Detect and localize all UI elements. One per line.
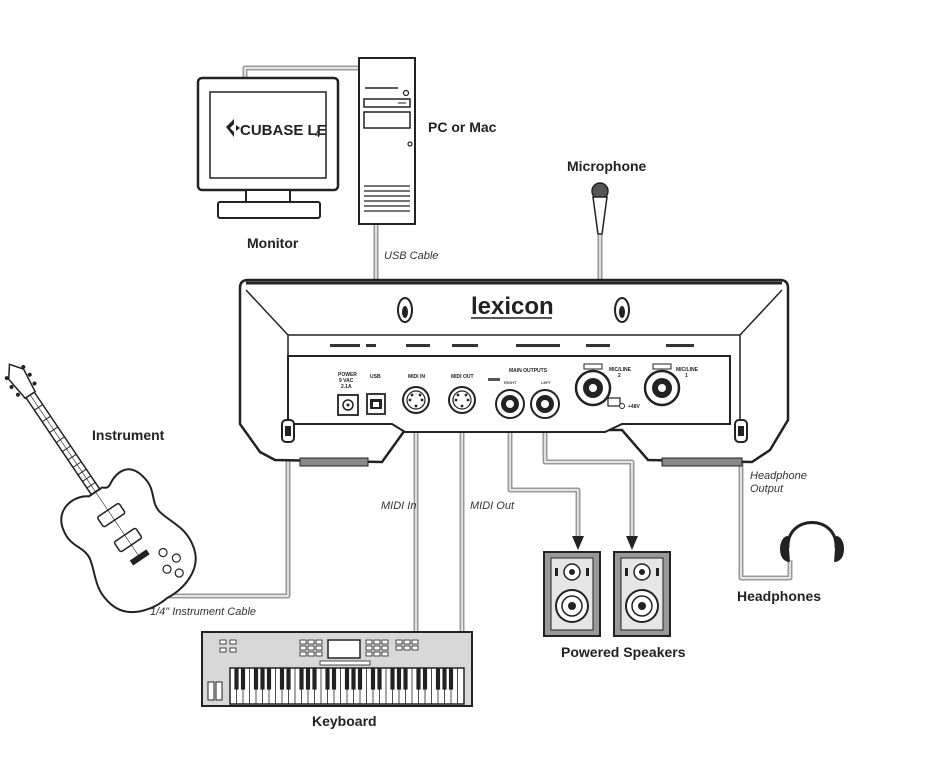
keyboard xyxy=(201,631,473,707)
brand-logo: lexicon xyxy=(471,293,554,320)
power-label-2: 9 VAC xyxy=(339,378,354,384)
black-key xyxy=(416,668,421,690)
black-key xyxy=(299,668,304,690)
usb-port-label: USB xyxy=(370,374,381,380)
headphones-label: Headphones xyxy=(737,588,821,604)
midi-in-cable-label: MIDI In xyxy=(381,500,416,512)
cubase-logo-version: 4 xyxy=(315,129,320,139)
black-keys xyxy=(234,668,454,690)
instrument-label: Instrument xyxy=(92,427,165,443)
pc-tower xyxy=(358,57,416,225)
power-label-1: POWER xyxy=(338,372,357,378)
microphone-label: Microphone xyxy=(567,158,647,174)
powered-speaker-right xyxy=(543,551,601,637)
left-output-label: LEFT xyxy=(541,380,552,385)
headphone-output-label-1: Headphone xyxy=(750,470,807,482)
black-key xyxy=(312,668,317,690)
powered-speakers-label: Powered Speakers xyxy=(561,644,686,660)
black-key xyxy=(240,668,246,690)
phantom-power-label: +48V xyxy=(628,404,640,410)
power-label-3: 2.1A xyxy=(341,384,352,390)
midi-in-port-label: MIDI IN xyxy=(408,374,425,380)
mic-line-1-num: 1 xyxy=(685,373,688,379)
cables xyxy=(105,65,793,632)
arrow-left-speaker xyxy=(626,536,638,550)
powered-speaker-left xyxy=(613,551,671,637)
black-key xyxy=(286,668,291,690)
black-key xyxy=(357,668,363,690)
audio-interface: lexicon POWER 9 VAC 2.1A USB MIDI IN MID… xyxy=(238,278,790,467)
black-key xyxy=(390,668,395,690)
black-key xyxy=(422,668,428,690)
cubase-logo-text: CUBASE LE xyxy=(240,122,327,139)
speaker-left-cable xyxy=(542,418,635,538)
black-key xyxy=(344,668,350,690)
headphones-icon xyxy=(780,521,844,562)
arrow-right-speaker xyxy=(572,536,584,550)
monitor-label: Monitor xyxy=(247,235,299,251)
guitar-icon xyxy=(4,363,197,613)
pc-label: PC or Mac xyxy=(428,119,497,135)
black-key xyxy=(403,668,408,690)
right-output-label: RIGHT xyxy=(504,380,517,385)
midi-out-port-label: MIDI OUT xyxy=(451,374,474,380)
microphone xyxy=(591,182,609,235)
keyboard-label: Keyboard xyxy=(312,713,377,729)
black-key xyxy=(377,668,382,690)
black-key xyxy=(331,668,337,690)
midi-out-cable-label: MIDI Out xyxy=(470,500,515,512)
mic-line-1-label: MIC/LINE xyxy=(676,367,699,373)
black-key xyxy=(253,668,259,690)
black-key xyxy=(396,668,402,690)
black-key xyxy=(448,668,454,690)
black-key xyxy=(435,668,441,690)
black-key xyxy=(442,668,447,690)
black-key xyxy=(325,668,330,690)
black-key xyxy=(370,668,376,690)
mic-line-2-num: 2 xyxy=(618,373,621,379)
instrument-cable-label: 1/4" Instrument Cable xyxy=(150,606,256,618)
black-key xyxy=(279,668,285,690)
black-key xyxy=(234,668,239,690)
black-key xyxy=(305,668,311,690)
black-key xyxy=(351,668,356,690)
main-outputs-label: MAIN OUTPUTS xyxy=(509,368,548,374)
black-key xyxy=(260,668,265,690)
black-key xyxy=(266,668,272,690)
headphone-output-label-2: Output xyxy=(750,483,784,495)
cubase-logo-icon xyxy=(226,119,240,137)
monitor: CUBASE LE 4 xyxy=(196,76,340,219)
usb-cable-label: USB Cable xyxy=(384,250,438,262)
phantom-power-led xyxy=(619,403,625,409)
mic-line-2-label: MIC/LINE xyxy=(609,367,632,373)
